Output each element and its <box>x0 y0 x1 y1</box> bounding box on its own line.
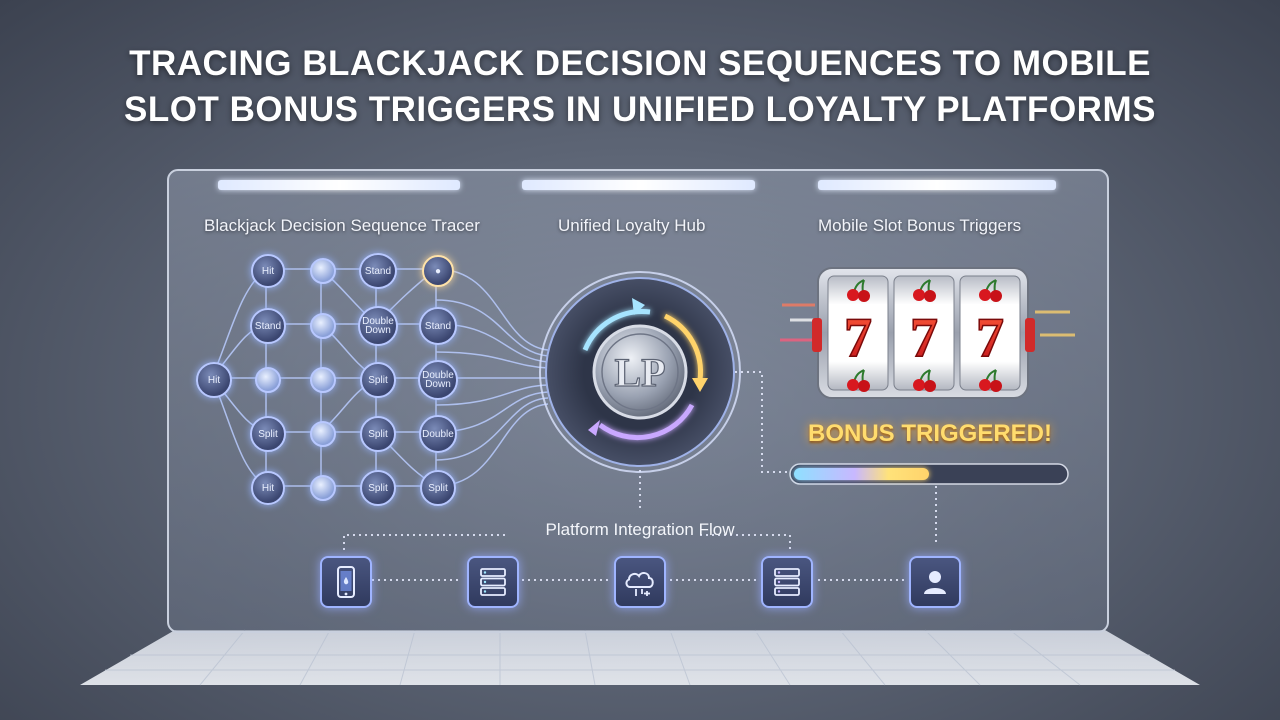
cloud-icon[interactable] <box>614 556 666 608</box>
light-bar-right <box>818 180 1056 190</box>
page-title-line-2: SLOT BONUS TRIGGERS IN UNIFIED LOYALTY P… <box>124 90 1156 129</box>
dotted-connectors <box>343 371 937 581</box>
page-title-line-1: TRACING BLACKJACK DECISION SEQUENCES TO … <box>129 44 1151 83</box>
user-icon[interactable] <box>909 556 961 608</box>
decision-node-dot[interactable] <box>310 313 336 339</box>
decision-node-double-down[interactable]: Double Down <box>418 360 458 400</box>
light-bar-left <box>218 180 460 190</box>
bonus-progress-bar <box>789 463 1069 485</box>
decision-node-split[interactable]: Split <box>420 470 456 506</box>
decision-node-dot[interactable] <box>310 367 336 393</box>
decision-node-dot[interactable] <box>310 475 336 501</box>
bonus-triggered-text: BONUS TRIGGERED! <box>807 420 1052 447</box>
decision-node-split[interactable]: Split <box>250 416 286 452</box>
decision-node-stand[interactable]: Stand <box>359 253 397 289</box>
bonus-progress-fill <box>794 468 929 480</box>
server-icon[interactable] <box>761 556 813 608</box>
decision-node-split[interactable]: Split <box>360 470 396 506</box>
decision-node-start[interactable]: Hit <box>196 362 232 398</box>
decision-node-split[interactable]: Split <box>360 362 396 398</box>
loyalty-hub <box>539 271 741 473</box>
slot-machine <box>780 267 1075 399</box>
decision-node-double[interactable]: Double <box>419 415 457 453</box>
hub-section-title: Unified Loyalty Hub <box>558 216 706 235</box>
light-bar-center <box>522 180 755 190</box>
reel-symbol-1: 7 <box>844 307 872 369</box>
reel-symbol-3: 7 <box>976 307 1004 369</box>
cherry-icons <box>847 279 1002 392</box>
decision-node-dot[interactable] <box>310 421 336 447</box>
decision-node-stand[interactable]: Stand <box>419 307 457 345</box>
reel-symbol-2: 7 <box>910 307 938 369</box>
decision-node-hit[interactable]: Hit <box>251 471 285 505</box>
mobile-phone-icon[interactable] <box>320 556 372 608</box>
decision-node-dot[interactable] <box>310 258 336 284</box>
floor-grid <box>80 630 1200 685</box>
decision-node-hit[interactable]: Hit <box>251 254 285 288</box>
hub-logo: LP <box>614 350 665 395</box>
decision-node-split[interactable]: Split <box>360 416 396 452</box>
decision-node-stand[interactable]: Stand <box>250 308 286 344</box>
chip-node-icon[interactable]: ● <box>422 255 454 287</box>
decision-node-double-down[interactable]: Double Down <box>358 306 398 346</box>
integration-flow-label: Platform Integration Flow <box>545 520 735 539</box>
tracer-section-title: Blackjack Decision Sequence Tracer <box>204 216 480 235</box>
decision-node-dot[interactable] <box>255 367 281 393</box>
slot-section-title: Mobile Slot Bonus Triggers <box>818 216 1022 235</box>
server-icon[interactable] <box>467 556 519 608</box>
